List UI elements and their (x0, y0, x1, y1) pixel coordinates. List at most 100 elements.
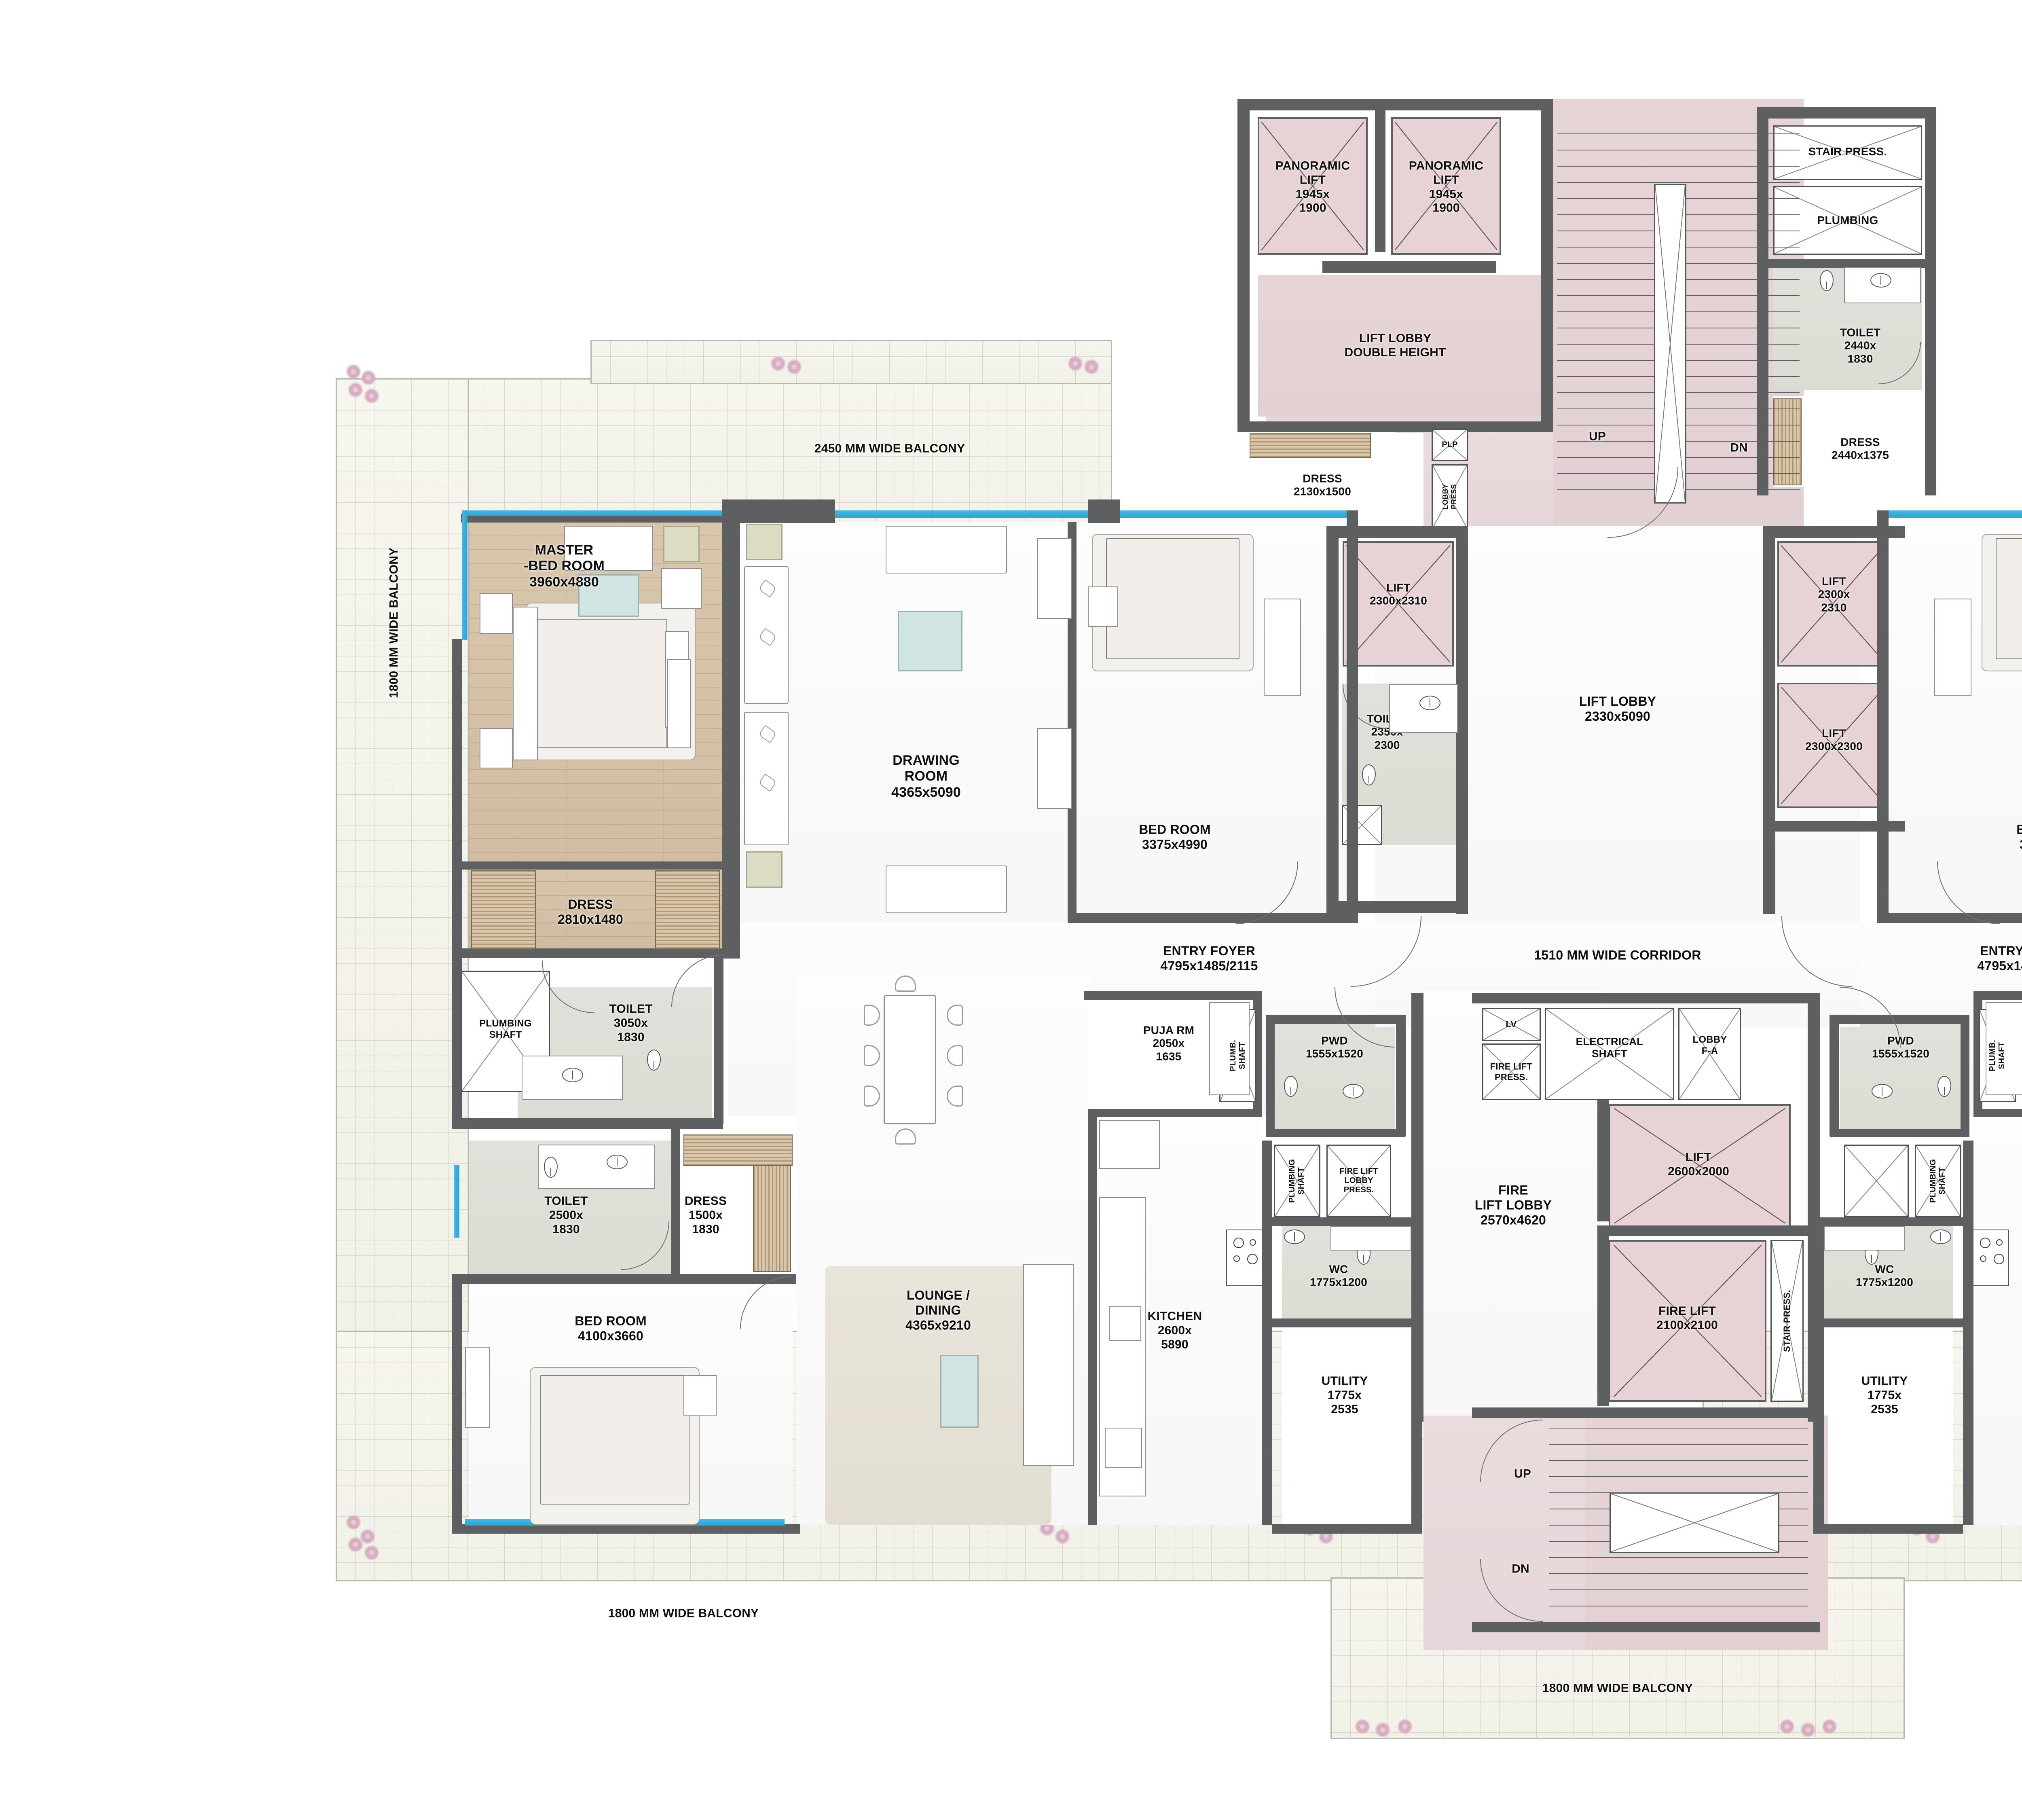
headboard-master-left (513, 607, 538, 760)
dresser-bed2-right (1934, 599, 1971, 696)
wall-right-puja-top (1973, 991, 2022, 1000)
wall-left-bed2-left (1068, 522, 1077, 922)
wall-left-bed2-right (1347, 510, 1358, 923)
cooktop-left (1226, 1230, 1263, 1286)
plp-shaft (1432, 429, 1468, 461)
wall-firelift-a-left (1597, 1100, 1609, 1221)
wall-core-lift-sill (1322, 261, 1496, 273)
wc-toilet2-left (544, 1157, 558, 1178)
glazing-left-bed2 (1120, 510, 1347, 518)
basin-wc-right (1930, 1230, 1951, 1244)
dresser-bed3-left (465, 1347, 490, 1428)
wardrobe-left-dress-a (471, 870, 536, 949)
wc-pwd-right (1937, 1076, 1951, 1097)
wall-right-pwd-bottom (1830, 1129, 1969, 1137)
wall-lift-c-left (1763, 675, 1775, 914)
puja-niche-left (1209, 1002, 1250, 1095)
electrical-shaft (1545, 1008, 1674, 1100)
counter-wc-left (1330, 1226, 1411, 1251)
wall-lobby-right-left (1763, 526, 1775, 675)
sofa-drawing-left-3 (886, 526, 1007, 574)
wall-left-pwd-left (1266, 1015, 1275, 1136)
bottom-stair-well (1610, 1492, 1779, 1553)
wall-left-kitchen-left (1088, 1116, 1097, 1525)
lift-b[interactable] (1777, 541, 1889, 667)
plumbing-shaft-right-2 (1915, 1145, 1961, 1217)
wall-left-bed3-left (452, 1274, 462, 1533)
balcony-left-vertical (336, 378, 469, 1357)
wall-left-kitchen-right (1262, 1141, 1272, 1525)
bed-bed2-left (1106, 538, 1239, 659)
wall-right-bed2-left (1877, 510, 1889, 923)
service-lift[interactable] (1609, 1104, 1791, 1227)
wardrobe-door-master-left (667, 659, 691, 748)
lobby-fa-shaft (1678, 1008, 1741, 1100)
glazing-right-bed2 (1889, 510, 2022, 518)
plant-drawing-left-2 (746, 851, 783, 888)
dresser-bed2-left (1264, 599, 1301, 696)
tv-lounge-left (940, 1355, 979, 1428)
wall-left-drawing-top (722, 499, 835, 523)
plant-master-left (663, 526, 700, 562)
wall-core-lobby-bottom (1237, 421, 1553, 432)
fire-lift-lobby-press-left (1326, 1145, 1391, 1217)
shelf-lounge-left (1023, 1264, 1074, 1466)
lift-a[interactable] (1343, 541, 1454, 667)
wall-left-bed2-bottom (1068, 913, 1358, 923)
basin-wc-left (1284, 1230, 1305, 1244)
console-drawing-left-b (1037, 728, 1072, 809)
lobby-toilet-wc (1362, 764, 1376, 785)
console-master-left (564, 526, 653, 571)
wall-firelift-b-left (1597, 1236, 1609, 1406)
lift-c[interactable] (1777, 683, 1889, 808)
door-left-master[interactable] (671, 954, 724, 1007)
wall-left-pwd-right (1396, 1015, 1406, 1136)
dining-table-left (884, 995, 936, 1124)
basin-toilet-master-left (562, 1068, 583, 1082)
glazing-left-toilet2 (454, 1165, 459, 1238)
wall-right-pwd-left (1830, 1015, 1839, 1136)
bed-bed3-left (540, 1375, 690, 1505)
wall-right-pwd-right (1961, 1015, 1969, 1136)
fire-lift-press-shaft (1482, 1043, 1541, 1100)
lv-shaft (1482, 1008, 1541, 1041)
slab-utility-left (1282, 1323, 1415, 1525)
wall-left-dress-bottom (461, 948, 723, 958)
wall-left-wc-bottom (1272, 1318, 1418, 1327)
core-stair-top-well (1654, 184, 1686, 504)
wall-left-master-left (452, 639, 462, 1124)
wall-core-top-outer (1237, 99, 1553, 110)
nightstand-bed3-left (683, 1375, 717, 1416)
plant-drawing-left-1 (746, 524, 783, 560)
wall-left-pwd-bottom (1266, 1129, 1405, 1137)
wall-core-top-left (1237, 99, 1250, 431)
kitchen-sink-left (1109, 1306, 1141, 1341)
panoramic-lift-2[interactable] (1391, 117, 1501, 255)
nightstand-master-left-b (480, 728, 513, 768)
wall-lobby-left-right (1456, 526, 1468, 675)
wall-left-toilet2-bottom (452, 1274, 796, 1284)
wardrobe-left-dress-b (655, 870, 720, 949)
counter-wc-right (1824, 1226, 1905, 1251)
basin-pwd-right (1872, 1084, 1893, 1098)
wall-left-wc-top (1272, 1217, 1418, 1226)
wall-lobby-left-outer (1326, 526, 1339, 914)
bed-master-left (534, 619, 667, 748)
lobby-press-shaft (1432, 464, 1468, 529)
wall-right-wc-top (1817, 1217, 1963, 1226)
rug-lounge-left (825, 1266, 1051, 1525)
basin-pwd-left (1343, 1084, 1364, 1098)
label-balcony-bottom-left: 1800 MM WIDE BALCONY (608, 1606, 759, 1620)
core-toilet-basin (1870, 273, 1891, 288)
wall-right-kitchen-left (1963, 1141, 1973, 1525)
panoramic-lift-1[interactable] (1258, 117, 1368, 255)
wall-left-puja-top (1084, 991, 1262, 1000)
cooktop-right (1973, 1230, 2009, 1286)
stair-press-shaft-lower (1770, 1240, 1804, 1402)
wall-right-bed2-bottom (1877, 913, 2022, 923)
wall-service-col-top (1757, 107, 1936, 119)
glazing-left-drawing (835, 510, 1088, 518)
wall-core-top-mid (1375, 110, 1385, 252)
wall-left-bed2-top (1088, 499, 1120, 523)
fire-lift[interactable] (1609, 1240, 1766, 1402)
